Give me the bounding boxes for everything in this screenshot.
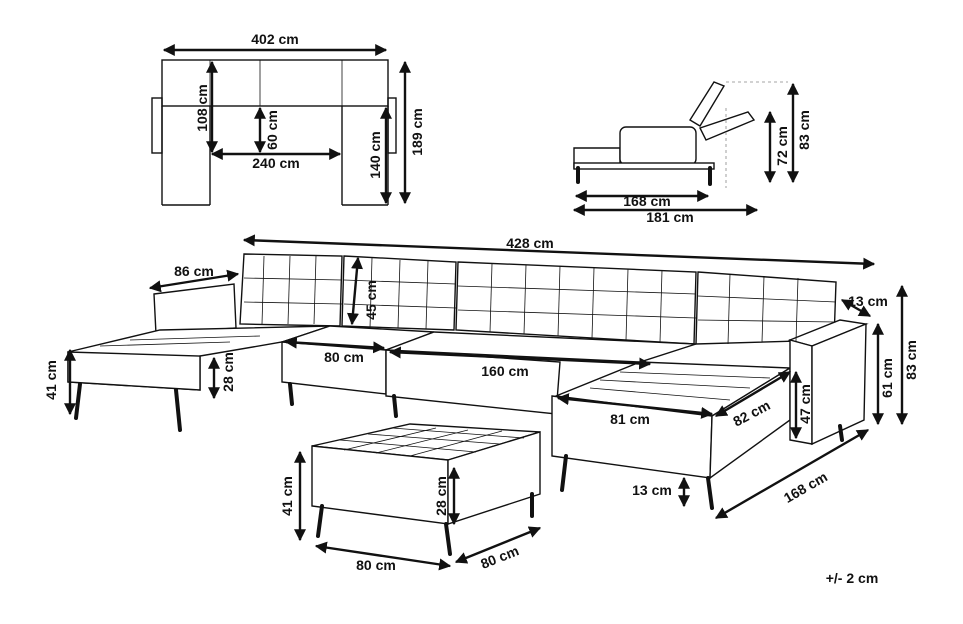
ottoman — [294, 423, 542, 571]
ottoman-cushion-label: 28 cm — [433, 476, 449, 516]
chaise-seat-height-label: 47 cm — [797, 384, 813, 424]
total-height-left-label: 41 cm — [43, 360, 59, 400]
side-recline-height-label: 72 cm — [774, 126, 790, 166]
side-height-label: 83 cm — [796, 110, 812, 150]
side-bed-total-label: 181 cm — [646, 209, 693, 225]
leg-height-label: 13 cm — [632, 482, 672, 498]
top-side-depth-label: 140 cm — [367, 131, 383, 178]
ottoman-depth-label: 80 cm — [478, 542, 521, 572]
top-width-label: 402 cm — [251, 31, 298, 47]
tolerance-note: +/- 2 cm — [826, 570, 879, 586]
total-height-right-label: 83 cm — [903, 340, 919, 380]
seat-width-large-label: 160 cm — [481, 363, 528, 379]
top-seat-depth-label: 60 cm — [264, 110, 280, 150]
chaise-front-width-label: 81 cm — [610, 411, 650, 427]
arm-width-label: 13 cm — [848, 293, 888, 309]
seat-width-small-label: 80 cm — [324, 349, 364, 365]
top-total-depth-label: 189 cm — [409, 108, 425, 155]
top-inner-depth-label: 108 cm — [194, 84, 210, 131]
ottoman-height-label: 41 cm — [279, 476, 295, 516]
seat-thickness-left-label: 28 cm — [220, 352, 236, 392]
side-bed-length-label: 168 cm — [623, 193, 670, 209]
arm-height-label: 61 cm — [879, 358, 895, 398]
ottoman-width-label: 80 cm — [356, 557, 396, 573]
side-recline-view — [572, 81, 799, 216]
chaise-width-label: 86 cm — [174, 263, 214, 279]
main-sofa — [64, 234, 908, 520]
total-width-label: 428 cm — [506, 235, 553, 251]
chaise-length-label: 168 cm — [781, 468, 830, 506]
top-view — [151, 44, 411, 206]
top-inner-width-label: 240 cm — [252, 155, 299, 171]
back-height-label: 45 cm — [363, 280, 379, 320]
